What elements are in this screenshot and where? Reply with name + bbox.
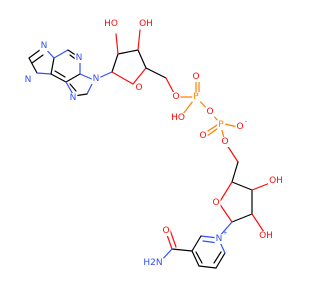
atom-o-ribose2-ring: O — [212, 198, 219, 208]
bond — [31, 54, 44, 64]
atom-o-ribose1-ring: O — [135, 83, 142, 93]
label-backing — [91, 74, 101, 84]
atom-n-pyrimidine-top: N — [76, 53, 83, 63]
label-backing — [268, 176, 284, 186]
label-backing — [74, 53, 84, 63]
atom-o-bridge-1: O — [172, 92, 179, 102]
bond — [65, 73, 81, 83]
atom-n-pyridinium: N — [216, 234, 223, 244]
bond — [171, 248, 193, 252]
atom-oh-ribose1-left: HO — [104, 19, 118, 29]
label-backing — [23, 75, 33, 85]
label-backing — [103, 19, 119, 29]
label-backing — [235, 122, 245, 132]
label-backing — [170, 113, 186, 123]
label-backing — [205, 107, 215, 117]
bond — [28, 57, 38, 74]
atom-n-pyrimidine-bottom: N — [70, 93, 77, 103]
label-backing — [217, 120, 226, 130]
bond — [53, 49, 69, 59]
label-backing — [220, 137, 230, 147]
atom-o-amide: O — [162, 226, 169, 236]
bond — [54, 70, 66, 78]
bond — [191, 250, 200, 267]
bond — [213, 251, 222, 264]
charge-plus: + — [222, 230, 227, 237]
label-backing — [191, 72, 201, 82]
bond — [251, 213, 265, 233]
bond — [195, 251, 203, 264]
bond — [50, 73, 67, 83]
label-backing — [192, 92, 201, 102]
bond — [117, 49, 139, 55]
atom-n-fused: N — [41, 41, 48, 51]
atom-o-p2-double: O — [199, 131, 206, 141]
bond — [231, 181, 253, 191]
atom-oh-ribose2-lower: OH — [259, 231, 273, 241]
atom-p-2: P — [218, 120, 224, 130]
label-backing — [161, 226, 171, 236]
atom-p-1: P — [193, 92, 199, 102]
bond — [169, 229, 177, 248]
bond — [111, 71, 134, 85]
bond — [69, 83, 77, 92]
label-backing — [211, 198, 221, 208]
atom-oh-ribose2-upper: OH — [269, 176, 283, 186]
atom-n-imidazole: N — [25, 75, 32, 85]
bond — [231, 161, 239, 183]
bond — [145, 67, 167, 79]
atom-o-p1-double: O — [192, 72, 199, 82]
charge-minus: - — [245, 119, 247, 126]
bond — [36, 72, 52, 75]
bond — [231, 213, 253, 223]
bond — [198, 265, 217, 269]
label-backing — [39, 41, 49, 51]
structure-svg: N N N N N HO OH O O P O HO O P O O - O O… — [23, 19, 284, 269]
label-backing — [138, 19, 154, 29]
label-backing — [198, 131, 208, 141]
molecule-diagram: N N N N N HO OH O O P O HO O P O O - O O… — [23, 19, 284, 269]
bond — [132, 67, 147, 85]
bond — [218, 181, 233, 204]
bonds — [28, 29, 271, 269]
atom-oh-p1: HO — [171, 113, 185, 123]
atom-n9: N — [93, 74, 100, 84]
label-backing — [258, 231, 274, 241]
atom-o-bridge-3: O — [221, 137, 228, 147]
atom-h2n-amide: H2N — [143, 258, 162, 268]
bond — [215, 252, 226, 269]
bond — [251, 182, 271, 191]
label-backing — [134, 83, 144, 93]
atom-o-p2-minus: O — [236, 122, 243, 132]
bond — [191, 235, 202, 252]
label-backing — [214, 234, 224, 244]
label-backing — [142, 258, 164, 268]
bond — [115, 33, 119, 55]
atom-oh-ribose1-right: OH — [139, 19, 153, 29]
label-backing — [68, 93, 78, 103]
atom-o-bridge-2: O — [206, 107, 213, 117]
bond — [137, 49, 147, 69]
bond — [111, 53, 119, 73]
label-backing — [171, 92, 181, 102]
atom-labels: N N N N N HO OH O O P O HO O P O O - O O… — [23, 19, 284, 268]
bond — [218, 202, 233, 223]
bond — [137, 29, 141, 51]
bond — [50, 57, 55, 75]
